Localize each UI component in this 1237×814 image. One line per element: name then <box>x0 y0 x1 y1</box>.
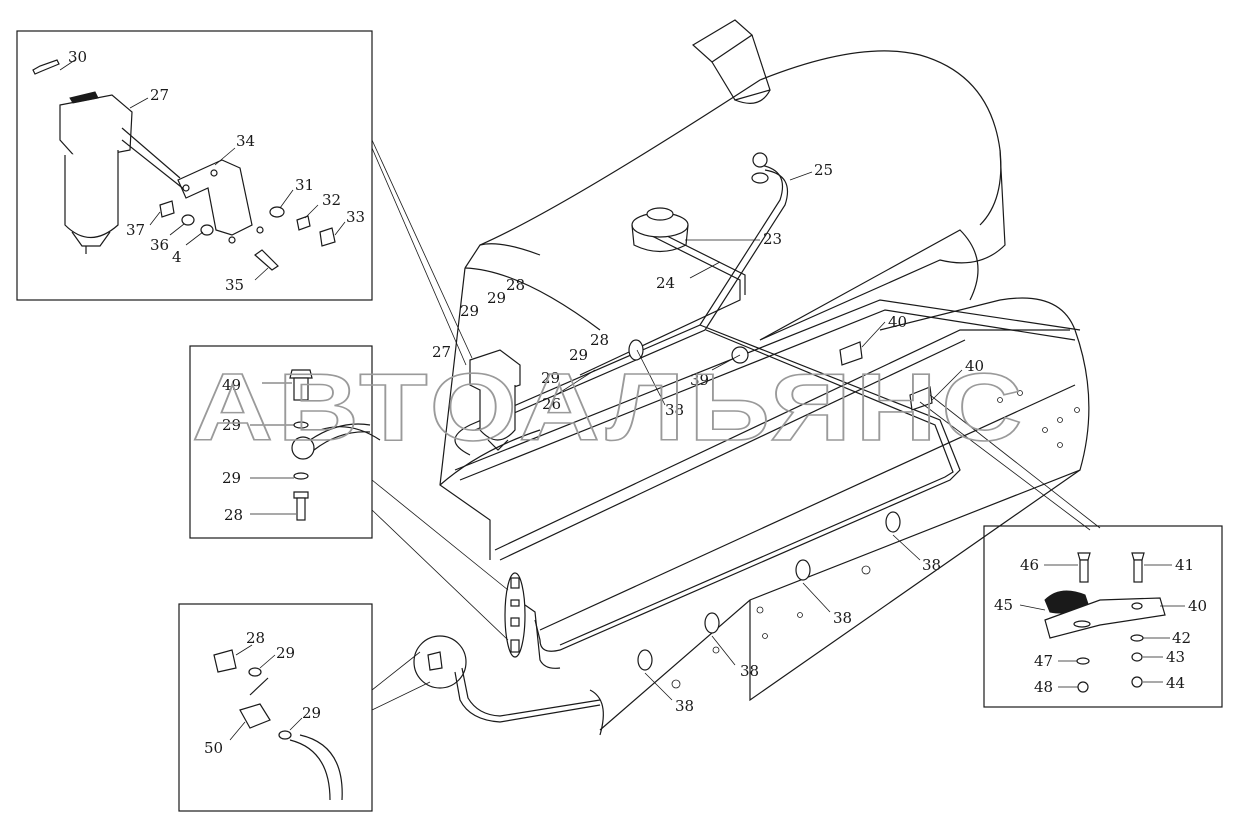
label-29b: 29 <box>460 302 479 320</box>
label-37: 37 <box>126 221 145 239</box>
label-29d: 29 <box>541 369 560 387</box>
label-46: 46 <box>1020 556 1039 574</box>
label-28: 28 <box>224 506 243 524</box>
label-23: 23 <box>763 230 782 248</box>
label-29a: 29 <box>487 289 506 307</box>
fuel-filter-main <box>469 349 521 451</box>
label-47: 47 <box>1034 652 1053 670</box>
label-38d: 38 <box>740 662 759 680</box>
label-42: 42 <box>1172 629 1191 647</box>
label-36: 36 <box>150 236 169 254</box>
label-29c: 29 <box>569 346 588 364</box>
inset4-labels: 46 41 45 40 42 47 43 48 44 <box>994 556 1207 696</box>
label-34: 34 <box>236 132 255 150</box>
label-40a: 40 <box>888 313 907 331</box>
label-33: 33 <box>346 208 365 226</box>
label-leaders <box>555 171 963 701</box>
label-24: 24 <box>656 274 675 292</box>
inset1-labels: 30 27 34 31 32 33 37 36 4 35 <box>68 48 365 294</box>
label-30: 30 <box>68 48 87 66</box>
label-38b: 38 <box>922 556 941 574</box>
inset-fitting-50 <box>178 603 373 812</box>
leader-lines <box>371 139 1101 711</box>
brackets-40 <box>839 341 933 411</box>
label-29a: 29 <box>222 416 241 434</box>
label-40: 40 <box>1188 597 1207 615</box>
label-44: 44 <box>1166 674 1185 692</box>
label-48: 48 <box>1034 678 1053 696</box>
label-29a: 29 <box>276 644 295 662</box>
label-28: 28 <box>246 629 265 647</box>
hose-clamps <box>628 339 901 671</box>
inline-fittings <box>413 572 526 689</box>
label-49: 49 <box>222 376 241 394</box>
label-35: 35 <box>225 276 244 294</box>
label-38c: 38 <box>833 609 852 627</box>
inset-banjo-fitting <box>189 345 373 539</box>
label-38a: 38 <box>665 401 684 419</box>
inset3-labels: 28 29 29 50 <box>204 629 321 757</box>
label-39: 39 <box>690 371 709 389</box>
label-40b: 40 <box>965 357 984 375</box>
label-25: 25 <box>814 161 833 179</box>
label-31: 31 <box>295 176 314 194</box>
frame-holes <box>671 390 1080 689</box>
label-32: 32 <box>322 191 341 209</box>
label-4: 4 <box>172 248 182 266</box>
label-27: 27 <box>432 343 451 361</box>
label-26: 26 <box>542 395 561 413</box>
inset-filter-bracket <box>16 30 373 301</box>
inset-bracket-40 <box>983 525 1223 708</box>
label-28b: 28 <box>590 331 609 349</box>
label-41: 41 <box>1175 556 1194 574</box>
inset2-labels: 49 29 29 28 <box>222 376 243 524</box>
label-29b: 29 <box>302 704 321 722</box>
label-38e: 38 <box>675 697 694 715</box>
label-27: 27 <box>150 86 169 104</box>
main-labels: 25 23 24 28 29 29 28 29 27 29 26 38 39 4… <box>432 161 984 715</box>
label-43: 43 <box>1166 648 1185 666</box>
label-45: 45 <box>994 596 1013 614</box>
label-29b: 29 <box>222 469 241 487</box>
watermark-text: АВТОАЛЬЯНС <box>192 354 1027 461</box>
fuel-lines <box>319 164 961 723</box>
fuel-level-sender <box>631 152 769 253</box>
label-50: 50 <box>204 739 223 757</box>
fuel-tank <box>439 19 1090 736</box>
label-28a: 28 <box>506 276 525 294</box>
